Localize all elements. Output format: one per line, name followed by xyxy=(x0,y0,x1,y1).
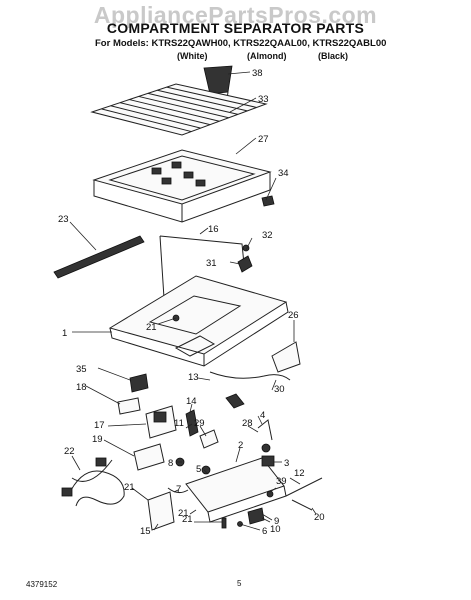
callout: 21 xyxy=(182,514,193,525)
callout: 28 xyxy=(242,418,253,429)
callout: 29 xyxy=(194,418,205,429)
callout: 15 xyxy=(140,526,151,537)
leader-lines xyxy=(69,71,317,531)
callout: 5 xyxy=(196,464,201,475)
callout: 31 xyxy=(206,258,217,269)
grille-slat xyxy=(129,99,220,122)
callout: 10 xyxy=(270,524,281,535)
callout: 39 xyxy=(276,476,287,487)
callout: 1 xyxy=(62,328,67,339)
part-34-clip xyxy=(261,195,275,207)
part-12-rod xyxy=(266,477,323,498)
callout: 9 xyxy=(274,516,279,527)
part-9-10-bracket xyxy=(247,507,265,525)
part-22-harness xyxy=(61,457,125,507)
callout: 12 xyxy=(294,468,305,479)
variant-white: (White) xyxy=(177,51,208,61)
part-29-control xyxy=(199,429,219,449)
part-20-pin xyxy=(291,499,313,511)
part-23-strip xyxy=(53,235,145,279)
callout: 14 xyxy=(186,396,197,407)
callout-labels: 38 33 27 34 23 16 32 31 1 21 26 35 18 13… xyxy=(58,68,325,537)
callout: 21 xyxy=(124,482,135,493)
part-26-cover xyxy=(271,341,301,373)
part-7-clip xyxy=(167,487,189,494)
callout: 7 xyxy=(176,484,181,495)
grille-slat xyxy=(110,105,201,129)
grille-slat xyxy=(166,86,257,108)
callout: 16 xyxy=(208,224,219,235)
part-19-bracket xyxy=(133,443,165,471)
callout: 22 xyxy=(64,446,75,457)
variant-black: (Black) xyxy=(318,51,349,61)
part-35-cover xyxy=(129,373,149,393)
grille-slat xyxy=(101,108,192,133)
diagram-title: COMPARTMENT SEPARATOR PARTS xyxy=(106,20,365,36)
callout: 3 xyxy=(284,458,289,469)
callout: 6 xyxy=(262,526,267,537)
callout: 33 xyxy=(258,94,269,105)
watermark: AppliancePartsPros.com xyxy=(93,2,378,28)
part-31-32-bracket xyxy=(237,244,253,273)
callout: 32 xyxy=(262,230,273,241)
callout: 21 xyxy=(178,508,189,519)
part-4-28-knob xyxy=(257,419,273,453)
callout: 23 xyxy=(58,214,69,225)
callout: 30 xyxy=(274,384,285,395)
grille-slat xyxy=(147,92,239,115)
part-15-bracket xyxy=(147,491,175,531)
part-18-cover xyxy=(117,397,141,415)
callout: 4 xyxy=(260,410,265,421)
callout: 27 xyxy=(258,134,269,145)
callout: 20 xyxy=(314,512,325,523)
callout: 11 xyxy=(174,418,184,429)
part-6-screw xyxy=(221,517,243,529)
model-list: For Models: KTRS22QAWH00, KTRS22QAAL00, … xyxy=(95,38,387,49)
part-16-wire xyxy=(159,235,245,299)
callout: 26 xyxy=(288,310,299,321)
part-control-assembly xyxy=(175,455,287,523)
part-17-housing xyxy=(145,405,177,439)
callout: 38 xyxy=(252,68,263,79)
grille-slat xyxy=(138,95,229,119)
callout: 13 xyxy=(188,372,199,383)
callout: 21 xyxy=(146,322,157,333)
callout: 17 xyxy=(94,420,105,431)
callout: 19 xyxy=(92,434,103,445)
grille-slat xyxy=(119,102,211,126)
part-14-bracket xyxy=(185,409,199,437)
callout: 34 xyxy=(278,168,289,179)
variant-almond: (Almond) xyxy=(247,51,287,61)
callout: 8 xyxy=(168,458,173,469)
part-33-grille xyxy=(90,83,268,136)
callout: 18 xyxy=(76,382,87,393)
part-13-30-sensor xyxy=(209,371,291,409)
document-number: 4379152 xyxy=(26,580,58,589)
part-27-tray xyxy=(92,149,272,223)
callout: 2 xyxy=(238,440,243,451)
part-1-separator xyxy=(108,275,289,367)
callout: 35 xyxy=(76,364,87,375)
page-number: 5 xyxy=(237,579,242,588)
grille-slat xyxy=(157,89,248,112)
